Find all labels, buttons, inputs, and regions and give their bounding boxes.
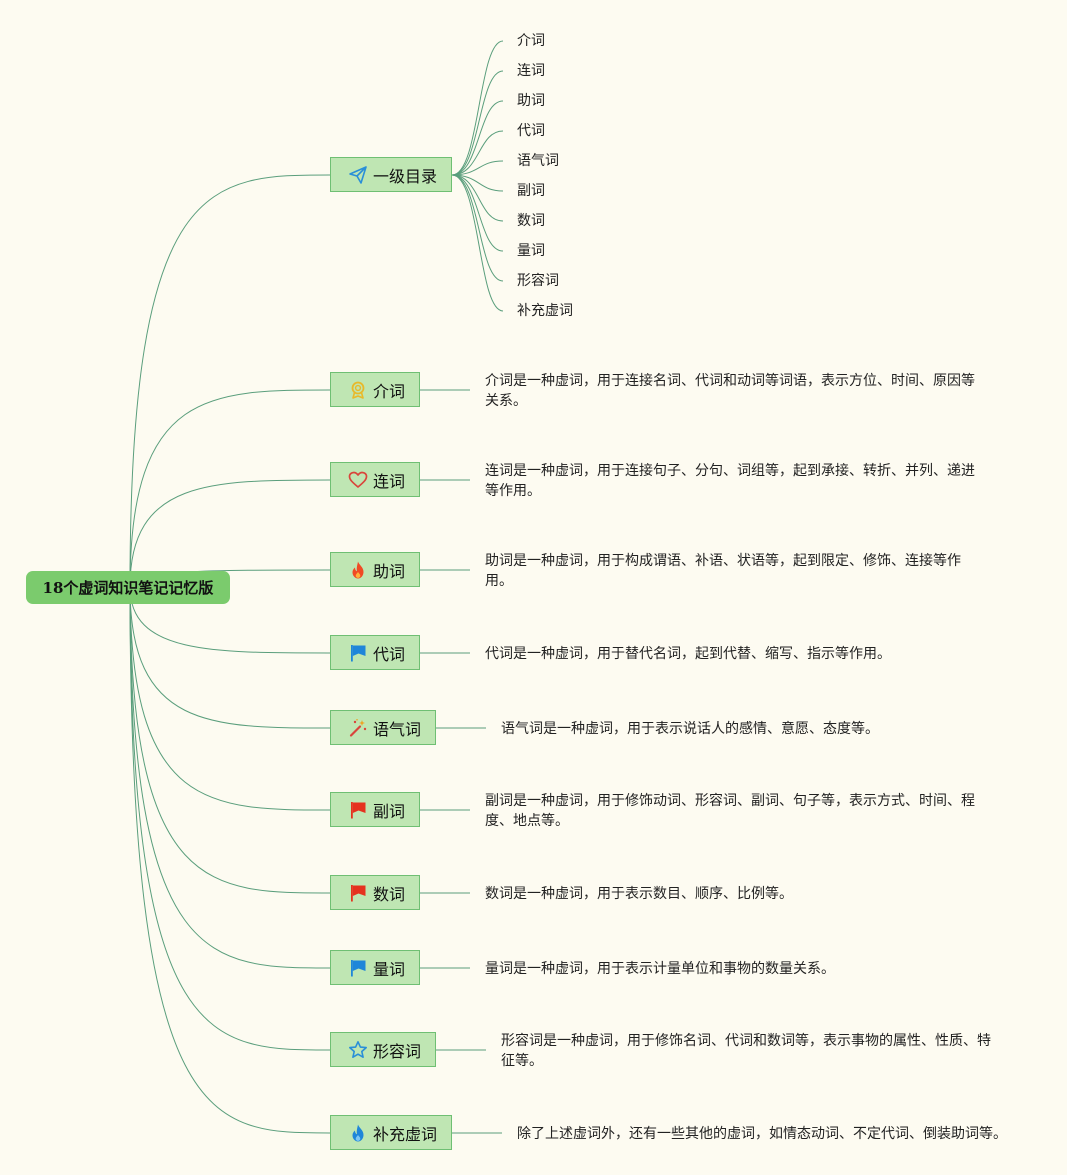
blue-flag-icon [348,958,368,978]
node-toc-label: 一级目录 [373,166,438,186]
star-icon [348,1040,368,1060]
toc-link [451,174,504,252]
toc-link [451,130,504,176]
heart-icon [348,470,368,490]
node-daici[interactable]: 代词 [330,635,420,670]
node-label: 补充虚词 [373,1124,438,1144]
node-label: 连词 [373,471,406,491]
toc-item[interactable]: 形容词 [517,273,559,289]
root-link [129,586,331,811]
root-link [129,586,331,969]
root-link [129,586,331,1051]
topic-description: 数词是一种虚词，用于表示数目、顺序、比例等。 [485,886,793,902]
toc-item[interactable]: 连词 [517,63,545,79]
root-link [129,174,331,588]
toc-item[interactable]: 代词 [517,123,545,139]
root-topic[interactable]: 18个虚词知识笔记记忆版 [26,571,230,604]
node-yuqici[interactable]: 语气词 [330,710,436,745]
topic-description: 助词是一种虚词，用于构成谓语、补语、状语等，起到限定、修饰、连接等作用。 [485,553,961,589]
toc-item[interactable]: 助词 [517,93,545,109]
node-label: 助词 [373,561,406,581]
node-lianci[interactable]: 连词 [330,462,420,497]
toc-link [451,174,504,222]
node-label: 形容词 [373,1041,422,1061]
blue-fire-icon [348,1123,368,1143]
toc-item[interactable]: 量词 [517,243,545,259]
toc-link [451,70,504,176]
node-label: 语气词 [373,719,422,739]
toc-item[interactable]: 介词 [517,33,545,49]
root-link [129,586,331,894]
node-label: 介词 [373,381,406,401]
toc-item[interactable]: 数词 [517,213,545,229]
blue-flag-icon [348,643,368,663]
topic-description: 形容词是一种虚词，用于修饰名词、代词和数词等，表示事物的属性、性质、特征等。 [501,1033,991,1069]
topic-description: 除了上述虚词外，还有一些其他的虚词，如情态动词、不定代词、倒装助词等。 [517,1126,1007,1142]
node-zhuci[interactable]: 助词 [330,552,420,587]
award-icon [348,380,368,400]
node-jieci[interactable]: 介词 [330,372,420,407]
topic-description: 副词是一种虚词，用于修饰动词、形容词、副词、句子等，表示方式、时间、程度、地点等… [485,793,975,829]
root-link [129,586,331,729]
magic-wand-icon [348,718,368,738]
node-buchong[interactable]: 补充虚词 [330,1115,452,1150]
topic-description: 连词是一种虚词，用于连接句子、分句、词组等，起到承接、转折、并列、递进等作用。 [485,463,975,499]
node-shuci[interactable]: 数词 [330,875,420,910]
root-link [129,389,331,588]
node-label: 数词 [373,884,406,904]
node-label: 量词 [373,959,406,979]
root-link [129,586,331,1134]
root-topic-label: 18个虚词知识笔记记忆版 [42,579,214,597]
toc-link [451,160,504,176]
node-xingrongci[interactable]: 形容词 [330,1032,436,1067]
red-flag-icon [348,800,368,820]
red-flag-icon [348,883,368,903]
paper-plane-icon [348,165,368,185]
toc-item[interactable]: 语气词 [517,153,559,169]
node-liangci[interactable]: 量词 [330,950,420,985]
toc-link [451,100,504,176]
topic-description: 量词是一种虚词，用于表示计量单位和事物的数量关系。 [485,961,835,977]
toc-item[interactable]: 副词 [517,183,545,199]
topic-description: 代词是一种虚词，用于替代名词，起到代替、缩写、指示等作用。 [485,646,891,662]
toc-link [451,174,504,312]
node-toc[interactable]: 一级目录 [330,157,452,192]
node-fuci[interactable]: 副词 [330,792,420,827]
root-link [129,479,331,588]
toc-link [451,40,504,176]
topic-description: 介词是一种虚词，用于连接名词、代词和动词等词语，表示方位、时间、原因等关系。 [485,373,975,409]
root-link [129,586,331,654]
node-label: 副词 [373,801,406,821]
toc-item[interactable]: 补充虚词 [517,303,573,319]
fire-icon [348,560,368,580]
node-label: 代词 [373,644,406,664]
toc-link [451,174,504,192]
topic-description: 语气词是一种虚词，用于表示说话人的感情、意愿、态度等。 [501,721,879,737]
